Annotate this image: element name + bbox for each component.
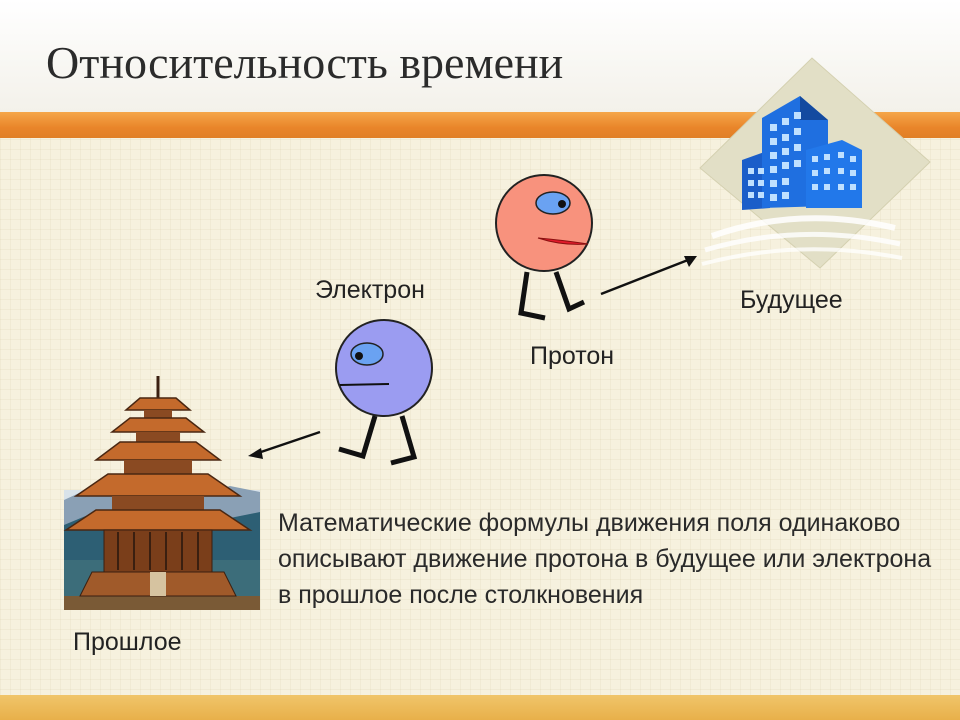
description-text: Математические формулы движения поля оди… [278,509,932,609]
proton-character-icon [495,174,593,321]
future-label: Будущее [740,286,843,314]
city-buildings-icon [699,57,931,269]
arrow-icon-future [600,256,697,296]
past-label: Прошлое [73,628,182,656]
proton-label: Протон [530,342,615,370]
electron-character-icon [335,319,433,466]
electron-label: Электрон [315,276,425,304]
slide-title: Относительность времени [46,37,564,88]
arrow-icon-past [248,430,321,459]
bottom-bar [0,695,960,720]
pagoda-icon [63,376,260,610]
